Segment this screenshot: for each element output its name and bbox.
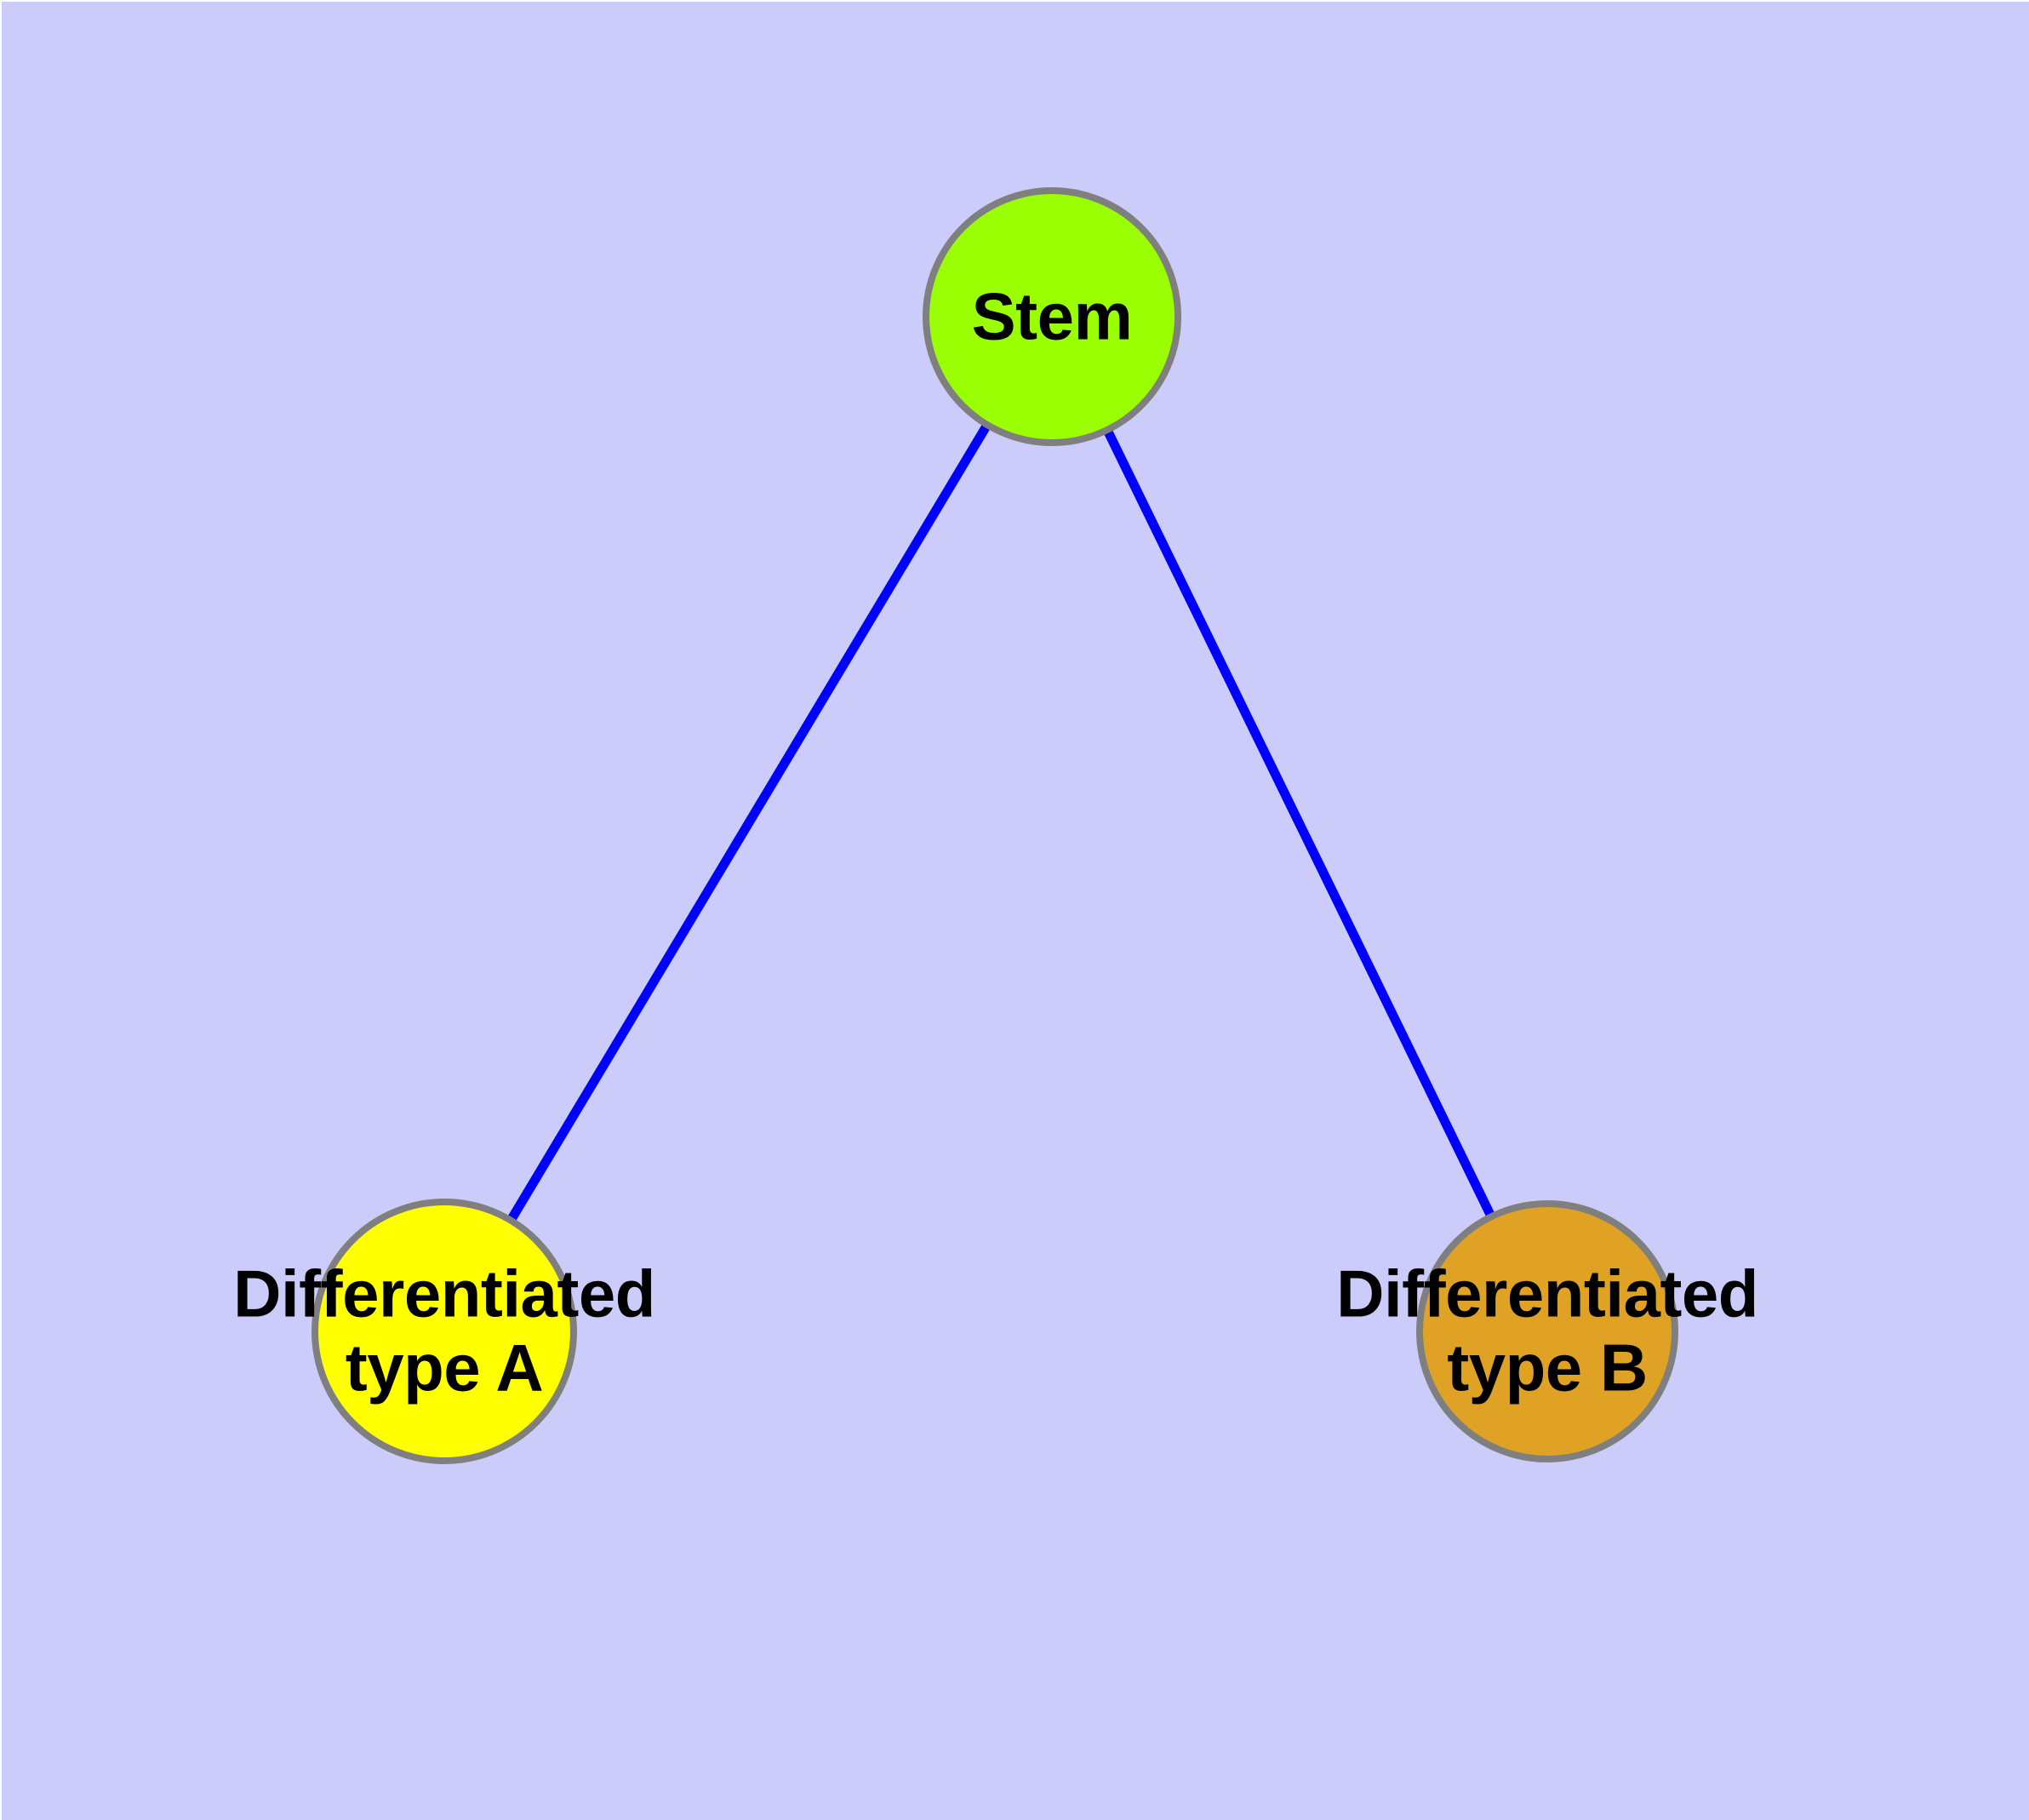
edge-layer bbox=[506, 421, 1497, 1225]
graph-edge-stem-diff_a[interactable] bbox=[506, 421, 992, 1225]
graph-node-diff_a[interactable] bbox=[311, 1199, 577, 1464]
graph-node-diff_b[interactable] bbox=[1416, 1200, 1678, 1462]
graph-node-stem[interactable] bbox=[923, 187, 1181, 446]
node-layer bbox=[311, 187, 1678, 1464]
graph-edge-stem-diff_b[interactable] bbox=[1102, 426, 1497, 1221]
